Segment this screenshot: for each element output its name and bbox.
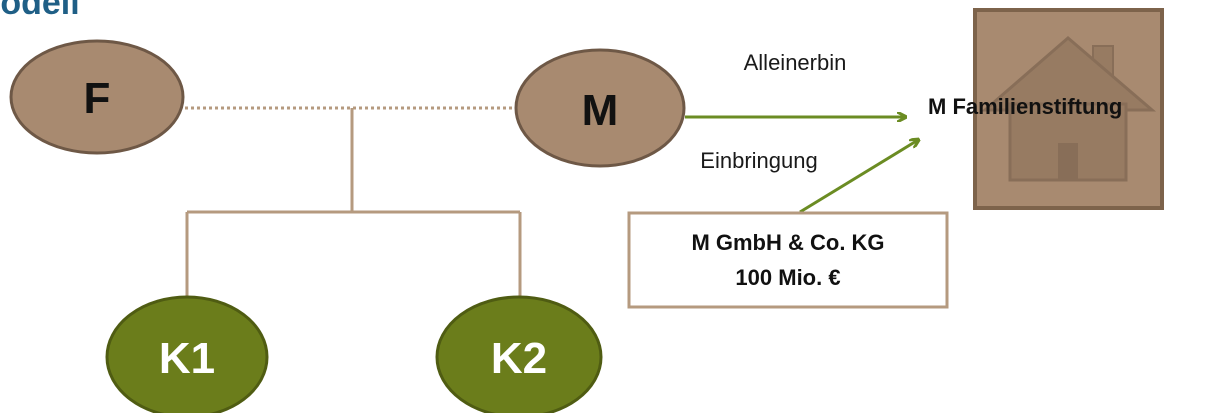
node-child1-label: K1 <box>159 334 215 383</box>
contribution-label: Einbringung <box>700 148 817 173</box>
inheritance-label: Alleinerbin <box>744 50 847 75</box>
contribution-arrow <box>799 140 918 214</box>
company-box: M GmbH & Co. KG 100 Mio. € <box>627 211 949 309</box>
node-child1: K1 <box>105 295 269 413</box>
foundation-label: M Familienstiftung <box>928 94 1122 119</box>
node-mother: M <box>514 48 686 168</box>
node-father-label: F <box>84 74 111 123</box>
node-mother-label: M <box>582 86 619 135</box>
page-title: Modell <box>0 0 80 22</box>
company-name: M GmbH & Co. KG <box>691 230 884 255</box>
house-icon <box>980 36 1157 182</box>
company-value: 100 Mio. € <box>735 265 840 290</box>
family-connectors <box>185 106 522 300</box>
foundation-picture <box>973 8 1164 210</box>
node-father: F <box>9 39 185 155</box>
node-child2-label: K2 <box>491 334 547 383</box>
node-child2: K2 <box>435 295 603 413</box>
